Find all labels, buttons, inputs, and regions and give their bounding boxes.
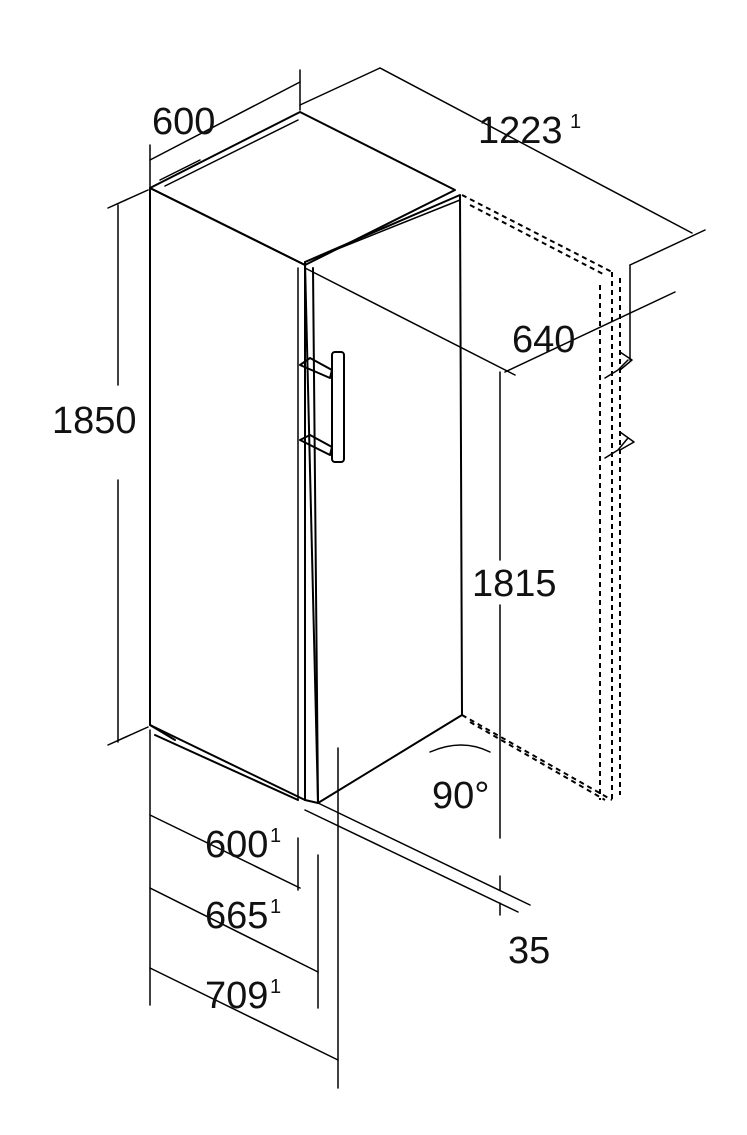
cabinet-body [149,111,456,801]
dim-gap-line-top [317,802,531,906]
dim-panel-depth [304,267,676,376]
dim-total-height [107,189,149,746]
door-thickness-edge [312,267,319,804]
door-bottom-corner [304,799,319,804]
dim-gap-line-bottom [304,809,519,913]
label-depth-door: 665 [205,895,268,937]
dim-total-height-ext-bottom [107,726,149,746]
dim-total-height-ext-top [107,189,149,209]
door-handle [299,351,345,463]
open-door-top-inner [469,204,606,276]
label-inner-height: 1815 [472,563,557,605]
dim-top-width [149,69,301,191]
label-depth-door-note: 1 [270,896,281,918]
dim-top-width-line [149,81,301,161]
label-door-angle: 90° [432,775,489,817]
label-panel-depth: 640 [512,319,575,361]
open-door-handle-mounts [604,359,629,459]
dim-open-depth-line [379,67,693,234]
cabinet-door [304,194,463,804]
cabinet-side-face [149,187,306,801]
label-open-depth-note: 1 [570,111,581,133]
dim-bottom-depths [149,729,339,1089]
dim-depth-door-line [149,887,319,973]
cabinet-plinth-left [149,724,176,741]
door-angle-arc [429,744,491,753]
handle-bar [331,351,345,463]
dim-depth-handle-line [149,967,339,1061]
label-bottom-gap: 35 [508,930,550,972]
handle-top-mount [299,357,333,379]
label-total-height: 1850 [52,400,137,442]
label-open-depth: 1223 [478,110,563,152]
dim-open-depth-ext-right [629,229,706,266]
label-depth-handle: 709 [205,975,268,1017]
dim-open-depth-ext-top [299,67,381,106]
door-front-face [304,194,463,804]
label-depth-body-note: 1 [270,825,281,847]
door-top-edge [304,199,461,263]
handle-bottom-mount [299,434,333,456]
cabinet-plinth-bottom [154,734,299,801]
dim-depth-body-line [149,814,301,889]
label-top-width: 600 [152,101,215,143]
cabinet-top-edge-inner [164,119,299,187]
open-door-handle-bar [619,351,635,451]
dim-panel-depth-line [304,267,516,376]
dim-bottom-gap [304,802,531,916]
open-door-bottom-inner [469,721,606,801]
open-door-outline [461,194,635,801]
open-door-bottom [461,714,613,801]
open-door-top [461,194,613,273]
dim-panel-depth-ext [504,291,676,373]
label-depth-body: 600 [205,824,268,866]
cabinet-top-hinge-cover [159,159,201,181]
label-depth-handle-note: 1 [270,976,281,998]
